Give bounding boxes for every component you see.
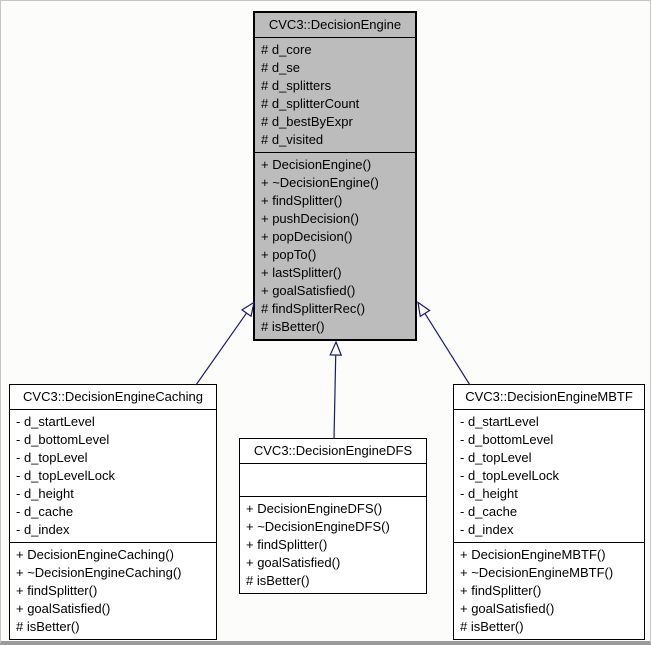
class-node-decision-engine-caching[interactable]: CVC3::DecisionEngineCaching - d_startLev… xyxy=(9,384,217,640)
inheritance-arrow-mbtf xyxy=(417,301,471,386)
methods-compartment: + DecisionEngineMBTF() + ~DecisionEngineM… xyxy=(454,543,644,639)
member: # d_bestByExpr xyxy=(261,114,353,129)
member: # isBetter() xyxy=(246,573,310,588)
member: + goalSatisfied() xyxy=(261,283,356,298)
member: + ~DecisionEngineDFS() xyxy=(246,519,390,534)
attributes-compartment: # d_core # d_se # d_splitters # d_splitterC… xyxy=(255,38,415,153)
class-node-decision-engine-dfs[interactable]: CVC3::DecisionEngineDFS + DecisionEngine… xyxy=(239,438,427,594)
member: # d_core xyxy=(261,42,312,57)
member: # isBetter() xyxy=(460,619,524,634)
member: - d_height xyxy=(16,486,74,501)
member: + ~DecisionEngine() xyxy=(261,175,379,190)
member: + goalSatisfied() xyxy=(460,601,555,616)
member: # isBetter() xyxy=(261,319,325,334)
member: + ~DecisionEngineMBTF() xyxy=(460,565,614,580)
member: - d_startLevel xyxy=(16,414,95,429)
member: - d_topLevelLock xyxy=(460,468,560,483)
class-node-decision-engine-mbtf[interactable]: CVC3::DecisionEngineMBTF - d_startLevel-… xyxy=(453,384,645,640)
member: - d_bottomLevel xyxy=(460,432,554,447)
member: + DecisionEngineDFS() xyxy=(246,501,383,516)
member: + findSplitter() xyxy=(246,537,328,552)
member: + lastSplitter() xyxy=(261,265,342,280)
member: # d_splitterCount xyxy=(261,96,360,111)
inheritance-arrow-caching xyxy=(195,301,255,386)
member: - d_cache xyxy=(16,504,74,519)
attributes-compartment: - d_startLevel - d_bottomLevel - d_topLeve… xyxy=(454,410,644,543)
member: + DecisionEngine() xyxy=(261,157,372,172)
attributes-compartment xyxy=(240,464,426,497)
methods-compartment: + DecisionEngineDFS() + ~DecisionEngineDF… xyxy=(240,497,426,593)
member: + findSplitter() xyxy=(261,193,343,208)
member: + findSplitter() xyxy=(16,583,98,598)
class-title[interactable]: CVC3::DecisionEngine xyxy=(255,13,415,38)
member: # findSplitterRec() xyxy=(261,301,366,316)
member: - d_topLevelLock xyxy=(16,468,116,483)
member: + goalSatisfied() xyxy=(246,555,341,570)
member: - d_topLevel xyxy=(16,450,88,465)
member: + popDecision() xyxy=(261,229,353,244)
member: - d_bottomLevel xyxy=(16,432,110,447)
member: + ~DecisionEngineCaching() xyxy=(16,565,182,580)
member: + DecisionEngineCaching() xyxy=(16,547,174,562)
member: - d_index xyxy=(460,522,514,537)
class-node-decision-engine[interactable]: CVC3::DecisionEngine # d_core# d_se# d_s… xyxy=(253,11,417,341)
inheritance-arrow-dfs xyxy=(329,340,343,440)
member: - d_topLevel xyxy=(460,450,532,465)
member: - d_cache xyxy=(460,504,518,519)
member: # d_visited xyxy=(261,132,324,147)
member: + DecisionEngineMBTF() xyxy=(460,547,606,562)
member: - d_startLevel xyxy=(460,414,539,429)
member: - d_index xyxy=(16,522,70,537)
member: + pushDecision() xyxy=(261,211,359,226)
class-title[interactable]: CVC3::DecisionEngineDFS xyxy=(240,439,426,464)
member: + popTo() xyxy=(261,247,317,262)
member: # isBetter() xyxy=(16,619,80,634)
class-title[interactable]: CVC3::DecisionEngineMBTF xyxy=(454,385,644,410)
member: + goalSatisfied() xyxy=(16,601,111,616)
member: - d_height xyxy=(460,486,518,501)
member: + findSplitter() xyxy=(460,583,542,598)
methods-compartment: + DecisionEngine() + ~DecisionEngine() + f… xyxy=(255,153,415,339)
attributes-compartment: - d_startLevel - d_bottomLevel - d_topLeve… xyxy=(10,410,216,543)
member: # d_se xyxy=(261,60,301,75)
member: # d_splitters xyxy=(261,78,332,93)
methods-compartment: + DecisionEngineCaching() + ~DecisionEngi… xyxy=(10,543,216,639)
class-title[interactable]: CVC3::DecisionEngineCaching xyxy=(10,385,216,410)
